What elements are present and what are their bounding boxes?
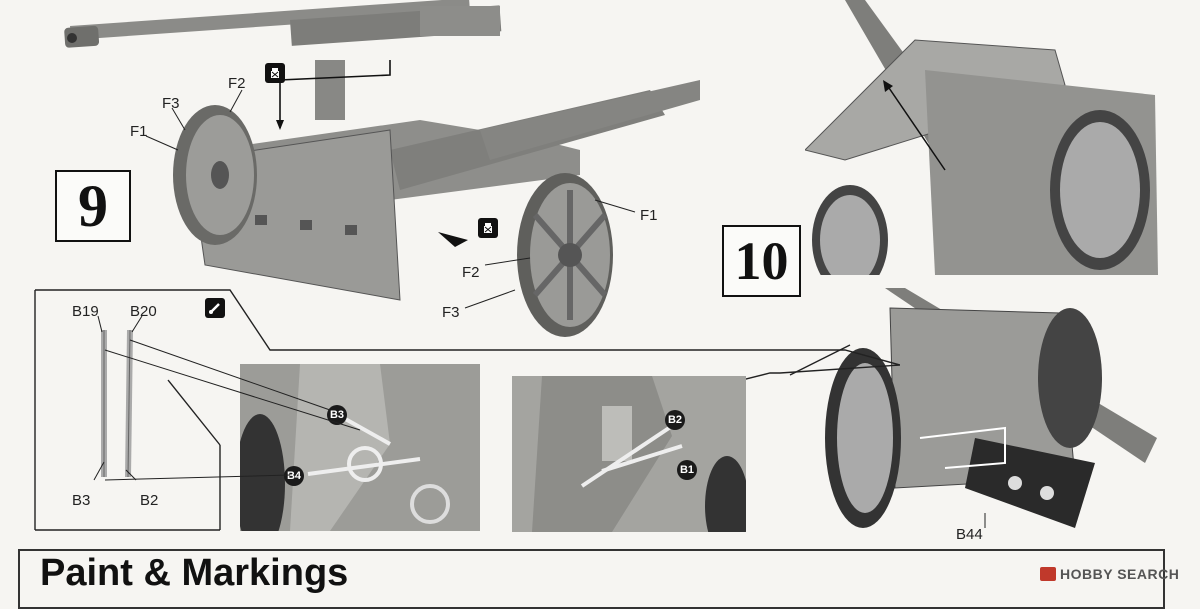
hobby-search-watermark: HOBBY SEARCH xyxy=(1040,566,1179,582)
label-b2: B2 xyxy=(140,492,159,509)
part-badge-b4: B4 xyxy=(284,466,304,486)
part-badge-b3: B3 xyxy=(327,405,347,425)
label-f2: F2 xyxy=(228,75,246,92)
cement-icon xyxy=(478,218,498,238)
step10-photo-bottom xyxy=(825,288,1157,540)
step-number-9: 9 xyxy=(55,170,131,242)
part-leader-lines xyxy=(104,339,361,481)
section-title: Paint & Markings xyxy=(40,552,349,594)
hobby-search-logo-icon xyxy=(1040,567,1056,581)
step-number-10: 10 xyxy=(722,225,801,297)
label-f3: F3 xyxy=(442,304,460,321)
step10-photo-top xyxy=(805,0,1158,275)
label-f2: F2 xyxy=(462,264,480,281)
part-badge-b2: B2 xyxy=(665,410,685,430)
parts-box-b19-b20 xyxy=(66,302,174,502)
detail-photo-2 xyxy=(512,376,746,532)
detail-callout-frame xyxy=(34,289,900,531)
watermark-text: HOBBY SEARCH xyxy=(1060,566,1180,582)
label-b44: B44 xyxy=(956,526,983,543)
label-f3: F3 xyxy=(162,95,180,112)
label-b3: B3 xyxy=(72,492,91,509)
cement-icon xyxy=(265,63,285,83)
label-f1: F1 xyxy=(640,207,658,224)
step9-gun-illustration xyxy=(64,0,700,337)
part-badge-b1: B1 xyxy=(677,460,697,480)
label-b20: B20 xyxy=(130,303,157,320)
label-f1: F1 xyxy=(130,123,148,140)
detail-photo-1 xyxy=(240,364,480,531)
label-b19: B19 xyxy=(72,303,99,320)
paint-brush-icon xyxy=(205,298,225,318)
